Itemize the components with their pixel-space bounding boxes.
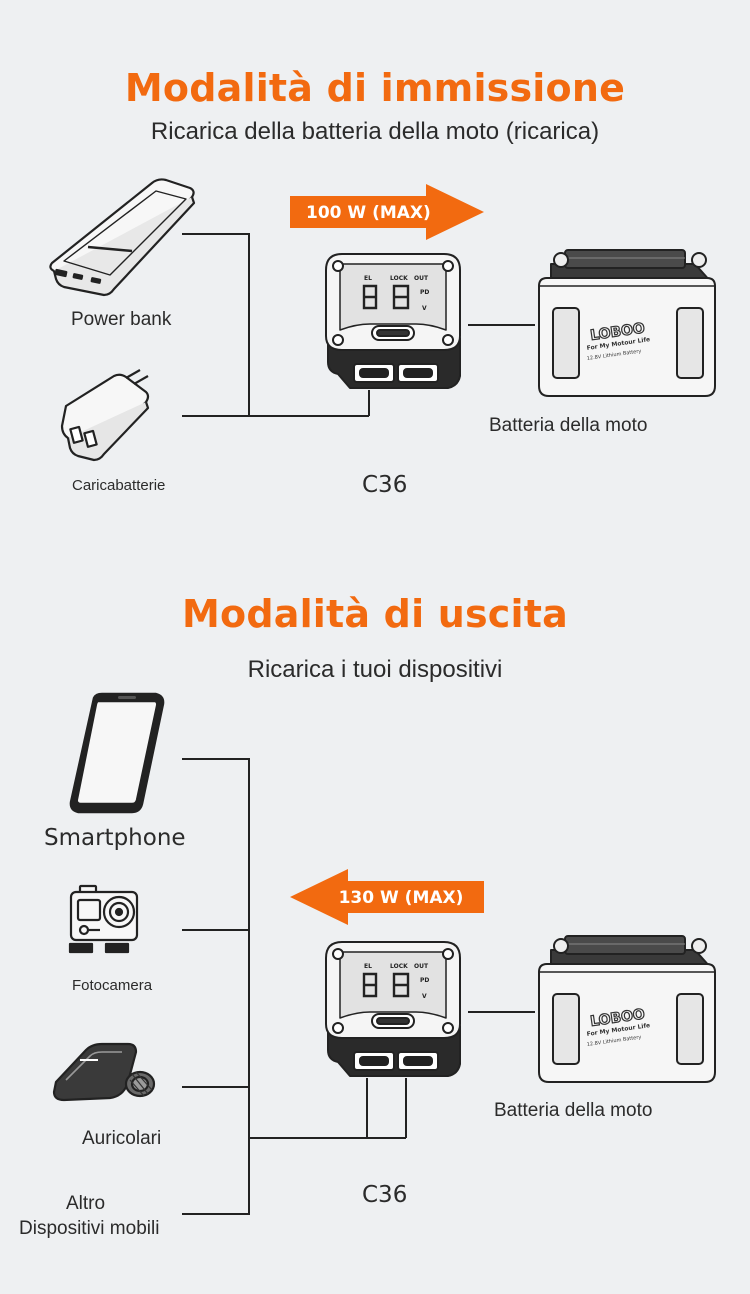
input-connection-lines xyxy=(182,233,535,417)
svg-text:OUT: OUT xyxy=(414,275,429,282)
motorcycle-battery-output-icon: LOBOO For My Motour Life 12.8V Lithium B… xyxy=(538,935,716,1083)
helmet-headset-icon xyxy=(52,1042,156,1102)
motorcycle-battery-icon: LOBOO For My Motour Life 12.8V Lithium B… xyxy=(538,249,716,397)
input-mode-title: Modalità di immissione xyxy=(124,66,626,110)
c36-output-label: C36 xyxy=(362,1182,408,1208)
charger-label: Caricabatterie xyxy=(72,477,166,494)
battery-output-label: Batteria della moto xyxy=(494,1100,653,1121)
input-mode-subtitle: Ricarica della batteria della moto (rica… xyxy=(150,118,600,145)
svg-text:V: V xyxy=(422,305,427,312)
c36-label: C36 xyxy=(362,472,408,498)
svg-text:PD: PD xyxy=(420,977,429,984)
c36-device-icon: EL LOCK OUT PD V xyxy=(325,253,461,389)
battery-label: Batteria della moto xyxy=(489,415,648,436)
output-mode-subtitle: Ricarica i tuoi dispositivi xyxy=(247,656,503,683)
svg-text:V: V xyxy=(422,993,427,1000)
svg-text:EL: EL xyxy=(364,963,372,970)
action-camera-icon xyxy=(68,884,139,954)
camera-label: Fotocamera xyxy=(72,977,153,994)
svg-text:PD: PD xyxy=(420,289,429,296)
svg-text:OUT: OUT xyxy=(414,963,429,970)
power-bank-icon xyxy=(49,178,196,297)
output-arrow xyxy=(290,869,484,925)
headset-label: Auricolari xyxy=(82,1128,162,1149)
other-devices-label-line2: Dispositivi mobili xyxy=(19,1218,160,1239)
svg-text:LOCK: LOCK xyxy=(390,963,408,970)
input-arrow xyxy=(290,184,484,240)
smartphone-icon xyxy=(69,692,165,814)
output-mode-title: Modalità di uscita xyxy=(182,592,568,636)
wall-charger-icon xyxy=(60,369,150,462)
output-arrow-label: 130 W (MAX) xyxy=(338,888,464,908)
other-devices-label-line1: Altro xyxy=(66,1193,106,1214)
svg-text:LOCK: LOCK xyxy=(390,275,408,282)
c36-device-output-icon: EL LOCK OUT PD V xyxy=(325,941,461,1077)
power-bank-label: Power bank xyxy=(71,309,172,330)
input-arrow-label: 100 W (MAX) xyxy=(306,203,431,223)
smartphone-label: Smartphone xyxy=(44,825,186,851)
svg-text:EL: EL xyxy=(364,275,372,282)
